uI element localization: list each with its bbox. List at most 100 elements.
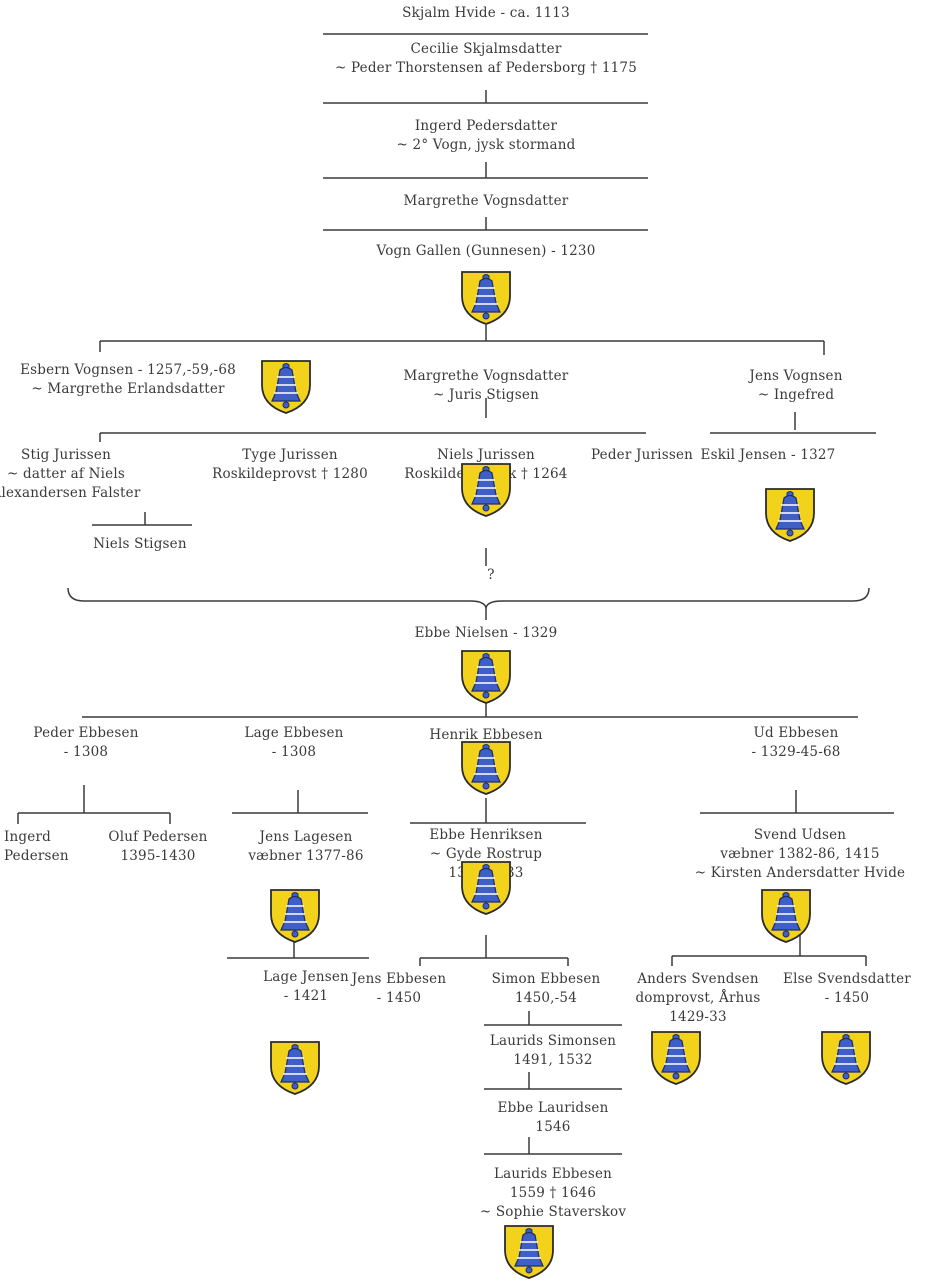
person-ebbe-line: Ebbe Nielsen - 1329 xyxy=(414,625,558,641)
blue-bell-on-gold-shield-icon xyxy=(261,360,311,414)
bracket-line xyxy=(67,587,870,610)
person-margrethe2: Margrethe Vognsdatter~ Juris Stigsen xyxy=(404,367,569,405)
person-tyge-line: Tyge Jurissen xyxy=(242,447,338,463)
person-jensv: Jens Vognsen ~ Ingefred xyxy=(749,367,842,405)
person-jensl-line: Jens Lagesen xyxy=(259,829,353,845)
person-ingerd: Ingerd Pedersdatter~ 2° Vogn, jysk storm… xyxy=(397,117,576,155)
person-anders-line: 1429-33 xyxy=(669,1009,727,1025)
person-esbern-line: Esbern Vognsen - 1257,-59,-68 xyxy=(20,362,236,378)
person-skjalm: Skjalm Hvide - ca. 1113 xyxy=(402,4,570,23)
person-oluf: Oluf Pedersen 1395-1430 xyxy=(108,828,207,866)
person-stig-line: Alexandersen Falster xyxy=(0,485,141,501)
person-skjalm-line: Skjalm Hvide - ca. 1113 xyxy=(402,5,570,21)
blue-bell-on-gold-shield-icon xyxy=(651,1031,701,1085)
blue-bell-on-gold-shield-icon xyxy=(821,1031,871,1085)
person-cecilie-line: Cecilie Skjalmsdatter xyxy=(410,41,562,57)
person-ebbeh-line: Ebbe Henriksen xyxy=(429,827,543,843)
person-question-line: ? xyxy=(487,567,495,583)
person-esbern: Esbern Vognsen - 1257,-59,-68 ~ Margrethe… xyxy=(20,361,236,399)
person-jensv-line: ~ Ingefred xyxy=(757,387,835,403)
person-stig-line: ~ datter af Niels xyxy=(7,466,125,482)
blue-bell-on-gold-shield-icon xyxy=(461,741,511,795)
blue-bell-on-gold-shield-icon xyxy=(270,889,320,943)
person-nielsj-line: Niels Jurissen xyxy=(437,447,535,463)
person-else: Else Svendsdatter - 1450 xyxy=(783,970,911,1008)
person-esbern-line: ~ Margrethe Erlandsdatter xyxy=(31,381,225,397)
person-ud-line: Ud Ebbesen xyxy=(753,725,839,741)
blue-bell-on-gold-shield-icon xyxy=(461,463,511,517)
person-stig-line: Stig Jurissen xyxy=(21,447,111,463)
person-margrethe1: Margrethe Vognsdatter xyxy=(404,192,569,211)
person-pedere-line: - 1308 xyxy=(63,744,109,760)
person-simon-line: 1450,-54 xyxy=(514,990,577,1006)
person-laurids1-line: 1491, 1532 xyxy=(513,1052,593,1068)
person-eskil: Eskil Jensen - 1327 xyxy=(701,446,836,465)
person-ingerd-line: Ingerd Pedersdatter xyxy=(414,118,558,134)
blue-bell-on-gold-shield-icon xyxy=(504,1225,554,1279)
blue-bell-on-gold-shield-icon xyxy=(761,889,811,943)
person-ebbeh-line: ~ Gyde Rostrup xyxy=(429,846,543,862)
person-lage: Lage Ebbesen- 1308 xyxy=(244,724,343,762)
person-pedere: Peder Ebbesen - 1308 xyxy=(33,724,138,762)
person-jensl-line: væbner 1377-86 xyxy=(248,848,364,864)
person-eskil-line: Eskil Jensen - 1327 xyxy=(700,447,836,463)
person-pederj-line: Peder Jurissen xyxy=(590,447,694,463)
person-ud-line: - 1329-45-68 xyxy=(751,744,841,760)
person-margrethe1-line: Margrethe Vognsdatter xyxy=(403,193,569,209)
person-jensv-line: Jens Vognsen xyxy=(749,368,843,384)
blue-bell-on-gold-shield-icon xyxy=(461,650,511,704)
person-laurids2-line: Laurids Ebbesen xyxy=(493,1166,613,1182)
person-laurids1: Laurids Simonsen 1491, 1532 xyxy=(490,1032,616,1070)
person-vogn: Vogn Gallen (Gunnesen) - 1230 xyxy=(376,242,595,261)
blue-bell-on-gold-shield-icon xyxy=(461,861,511,915)
person-anders-line: domprovst, Århus xyxy=(635,990,761,1006)
blue-bell-on-gold-shield-icon xyxy=(765,488,815,542)
person-cecilie: Cecilie Skjalmsdatter ~ Peder Thorstensen… xyxy=(335,40,637,78)
person-else-line: - 1450 xyxy=(824,990,870,1006)
person-lage-line: Lage Ebbesen xyxy=(244,725,344,741)
person-laurids2-line: 1559 † 1646 xyxy=(509,1185,597,1201)
person-simon: Simon Ebbesen 1450,-54 xyxy=(492,970,601,1008)
person-oluf-line: Oluf Pedersen xyxy=(108,829,208,845)
person-simon-line: Simon Ebbesen xyxy=(491,971,601,987)
person-question: ? xyxy=(487,566,494,585)
person-margrethe2-line: Margrethe Vognsdatter xyxy=(403,368,569,384)
person-lagej-line: - 1421 xyxy=(283,988,329,1004)
person-pederj: Peder Jurissen xyxy=(591,446,693,465)
person-vogn-line: Vogn Gallen (Gunnesen) - 1230 xyxy=(376,243,596,259)
person-jensl: Jens Lagesen væbner 1377-86 xyxy=(248,828,363,866)
person-anders-line: Anders Svendsen xyxy=(637,971,759,987)
person-ebbe: Ebbe Nielsen - 1329 xyxy=(415,624,558,643)
person-laurids2-line: ~ Sophie Staverskov xyxy=(479,1204,627,1220)
person-svend: Svend Udsen væbner 1382-86, 1415 ~ Kirsten… xyxy=(695,826,905,883)
person-ingerdp-line: Ingerd xyxy=(4,829,51,845)
person-ud: Ud Ebbesen - 1329-45-68 xyxy=(751,724,840,762)
person-ebbel-line: Ebbe Lauridsen xyxy=(497,1100,609,1116)
blue-bell-on-gold-shield-icon xyxy=(270,1041,320,1095)
person-ingerdp-line: Pedersen xyxy=(4,848,69,864)
person-henrik: Henrik Ebbesen xyxy=(429,726,542,745)
person-pedere-line: Peder Ebbesen xyxy=(33,725,139,741)
blue-bell-on-gold-shield-icon xyxy=(461,271,511,325)
person-svend-line: ~ Kirsten Andersdatter Hvide xyxy=(694,865,906,881)
person-laurids1-line: Laurids Simonsen xyxy=(489,1033,617,1049)
person-jense-line: - 1450 xyxy=(376,990,422,1006)
person-anders: Anders Svendsen domprovst, Århus 1429-33 xyxy=(635,970,760,1027)
person-else-line: Else Svendsdatter xyxy=(783,971,911,987)
person-svend-line: Svend Udsen xyxy=(753,827,847,843)
person-jense: Jens Ebbesen- 1450 xyxy=(352,970,446,1008)
person-oluf-line: 1395-1430 xyxy=(120,848,196,864)
person-nielss-line: Niels Stigsen xyxy=(93,536,187,552)
person-lagej-line: Lage Jensen xyxy=(263,969,349,985)
person-nielss: Niels Stigsen xyxy=(93,535,187,554)
person-svend-line: væbner 1382-86, 1415 xyxy=(720,846,880,862)
person-cecilie-line: ~ Peder Thorstensen af Pedersborg † 1175 xyxy=(334,60,638,76)
person-tyge-line: Roskildeprovst † 1280 xyxy=(212,466,368,482)
person-lagej: Lage Jensen - 1421 xyxy=(263,968,349,1006)
